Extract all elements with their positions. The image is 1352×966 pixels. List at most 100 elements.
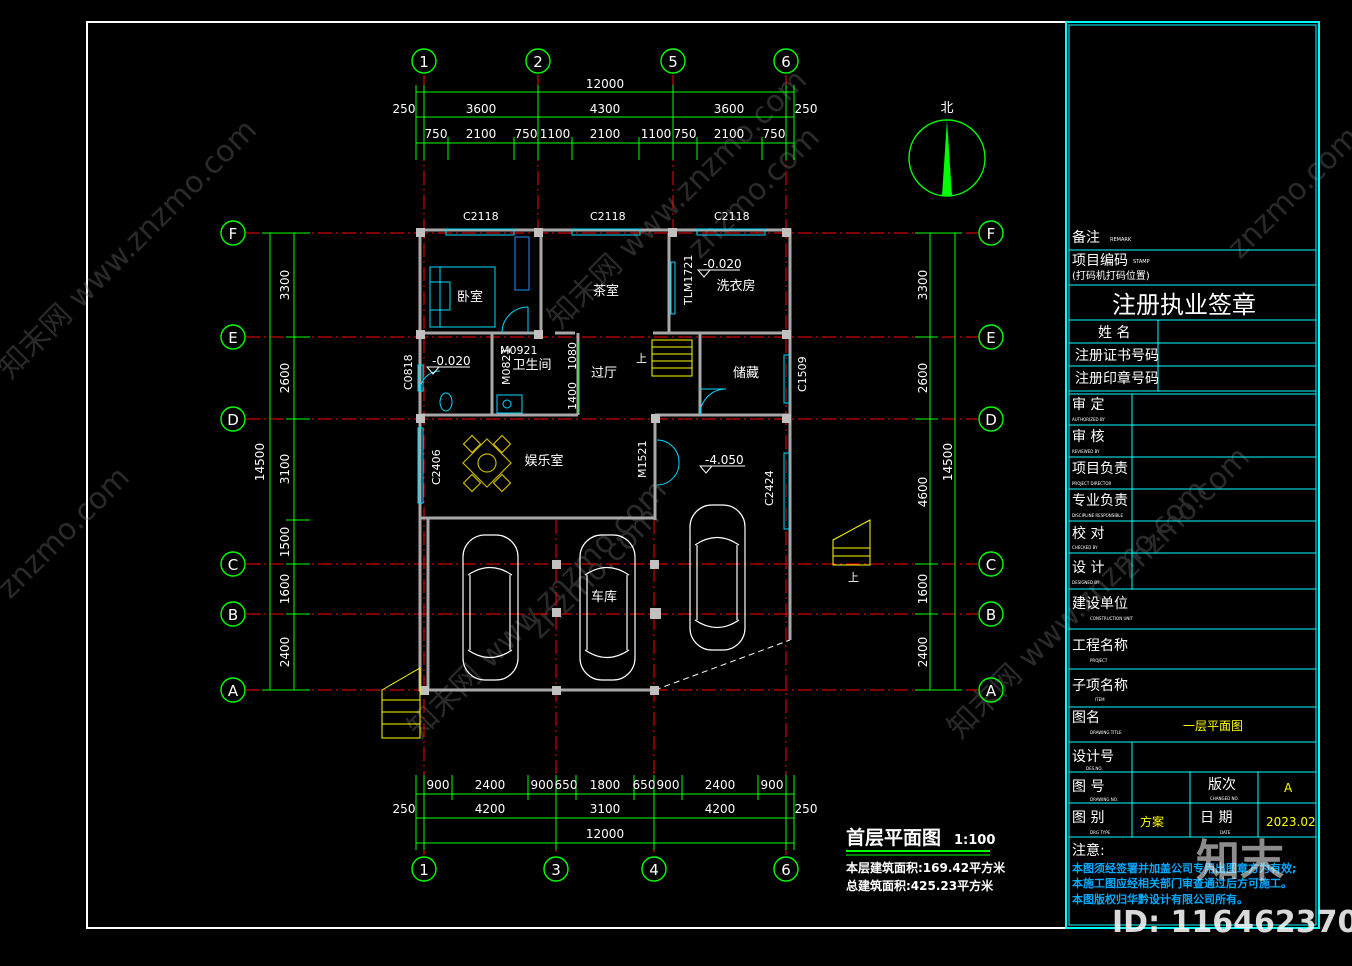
tb-project: 工程名称 [1072,638,1128,654]
right-dimensions [915,232,962,691]
left-dimensions [262,232,310,691]
tb-unit: 建设单位 [1072,596,1128,612]
tb-version: 版次 [1208,777,1236,793]
dim-top-bay: 3600 [714,102,745,116]
dim-inner-1080: 1080 [566,342,579,370]
dim-bottom-bay: 4200 [475,802,506,816]
axis-label-right: C [986,556,996,574]
room-labels: 卧室 茶室 洗衣房 卫生间 过厅 储藏 娱乐室 车库 [457,278,759,605]
dim-top-detail: 1100 [540,127,571,141]
dim-bottom-detail: 2400 [475,778,506,792]
dim-right-bay: 2400 [916,637,930,668]
window-label-c2424: C2424 [763,470,776,506]
dim-right-bay: 2600 [916,363,930,394]
tb-row-en: DESIGNED BY [1072,580,1100,585]
axis-label-left: F [229,225,238,243]
drawing-title-name: 首层平面图 [846,826,941,849]
garage-opening-line [654,639,791,691]
dim-bottom-offset-right: 250 [795,802,818,816]
axis-label-bottom: 3 [551,861,561,879]
level-marks: -0.020 -0.020 -4.050 [425,257,745,474]
tb-row-en: REVIEWED BY [1072,449,1100,454]
dim-top-bay: 4300 [590,102,621,116]
dim-bottom-detail: 900 [761,778,784,792]
title-block-labels: 备注 REMARK 项目编码 STAMP (打码机打码位置) 注册执业签章 姓 … [1072,229,1316,859]
tb-cert-no: 注册证书号码 [1075,348,1159,364]
dim-top-offset-left: 250 [393,102,416,116]
dim-top-detail: 750 [515,127,538,141]
dim-top-total: 12000 [586,77,624,91]
tb-drawing: 图名 [1072,710,1100,726]
left-dimension-labels: 14500 3300 2600 3100 1500 1600 2400 [253,270,292,668]
dim-bottom-detail: 650 [633,778,656,792]
tb-unit-en: CONSTRUCTION UNIT [1090,616,1134,621]
window-label-c2118: C2118 [463,210,499,223]
axis-bubbles-bottom: 1 3 4 6 [411,856,799,882]
tb-date: 日 期 [1200,810,1232,826]
tb-stamp-note: (打码机打码位置) [1072,269,1150,282]
axis-label-left: E [228,329,237,347]
tb-note-line: 本图须经签署并加盖公司专用出图章方为有效; [1072,861,1296,875]
tb-drawing-no-en: DRAWING NO. [1090,797,1118,802]
dim-top-bay: 3600 [466,102,497,116]
level-laundry: -0.020 [703,257,742,271]
right-dimension-labels: 3300 2600 4600 1600 2400 14500 [916,270,955,668]
room-garage: 车库 [591,589,617,605]
axis-label-top: 1 [419,53,429,71]
room-laundry: 洗衣房 [716,278,755,294]
tb-project-code: 项目编码 [1072,253,1128,269]
dim-bottom-bay: 4200 [705,802,736,816]
inner-dimensions: 1080 1400 [566,342,579,413]
axis-label-right: D [985,411,997,429]
tb-remark: 备注 [1072,229,1100,246]
dim-left-bay: 3300 [278,270,292,301]
tb-category-value: 方案 [1140,814,1164,829]
stair-up-label: 上 [848,571,859,584]
window-label-c1509: C1509 [796,356,809,392]
window-label-c0818: C0818 [402,354,415,390]
level-garage: -4.050 [705,453,744,467]
dim-left-bay: 2600 [278,363,292,394]
id-label: ID: 1164623700 [1112,905,1352,940]
entertainment-table [462,434,512,493]
drawing-title: 首层平面图 1:100 本层建筑面积:169.42平方米 总建筑面积:425.2… [846,826,1006,893]
title-block: 备注 REMARK 项目编码 STAMP (打码机打码位置) 注册执业签章 姓 … [1065,21,1320,929]
window-labels: C2118 C2118 C2118 C0818 C1509 C2406 C242… [402,210,809,506]
dim-left-total: 14500 [253,443,267,481]
dim-top-detail: 750 [763,127,786,141]
north-arrow: 北 [908,101,986,197]
dim-top-offset-right: 250 [795,102,818,116]
room-entertainment: 娱乐室 [524,453,563,469]
top-dimensions [415,85,795,160]
tb-row-label: 校 对 [1072,525,1104,542]
tb-row-en: CHECKED BY [1072,545,1098,550]
drawing-area-floor: 本层建筑面积:169.42平方米 [846,860,1006,875]
plan: 12000 250 250 3600 4300 3600 750 2100 75… [220,48,1006,893]
doors [419,306,727,486]
tb-row-en: PROJECT DIRECTOR [1072,481,1112,486]
bedroom-furniture [429,236,530,328]
axis-label-bottom: 4 [649,861,659,879]
tb-row-label: 审 核 [1072,429,1104,445]
tb-category-en: DRG TYPE [1090,830,1111,835]
dim-bottom-total: 12000 [586,827,624,841]
bottom-dimension-labels: 900 2400 900 650 1800 650 900 2400 900 2… [393,778,818,841]
dim-right-bay: 1600 [916,574,930,605]
tb-design-no-en: DES.NO. [1086,766,1103,771]
dim-top-detail: 2100 [590,127,621,141]
stair-up-label: 上 [636,352,647,365]
door-label-m1521: M1521 [636,441,649,479]
drawing-area-total: 总建筑面积:425.23平方米 [846,878,994,893]
dim-top-detail: 2100 [714,127,745,141]
axis-label-top: 6 [781,53,791,71]
tb-version-en: CHANGED NO. [1210,796,1239,801]
tb-date-value: 2023.02 [1266,815,1316,829]
tb-notes: 本图须经签署并加盖公司专用出图章方为有效; 本施工图应经相关部门审查通过后方可施… [1072,861,1296,906]
axis-label-left: A [228,682,239,700]
window-label-c2118: C2118 [590,210,626,223]
tb-category: 图 别 [1072,810,1104,826]
axis-label-top: 5 [668,53,678,71]
axis-label-right: E [986,329,995,347]
dim-left-bay: 1600 [278,574,292,605]
